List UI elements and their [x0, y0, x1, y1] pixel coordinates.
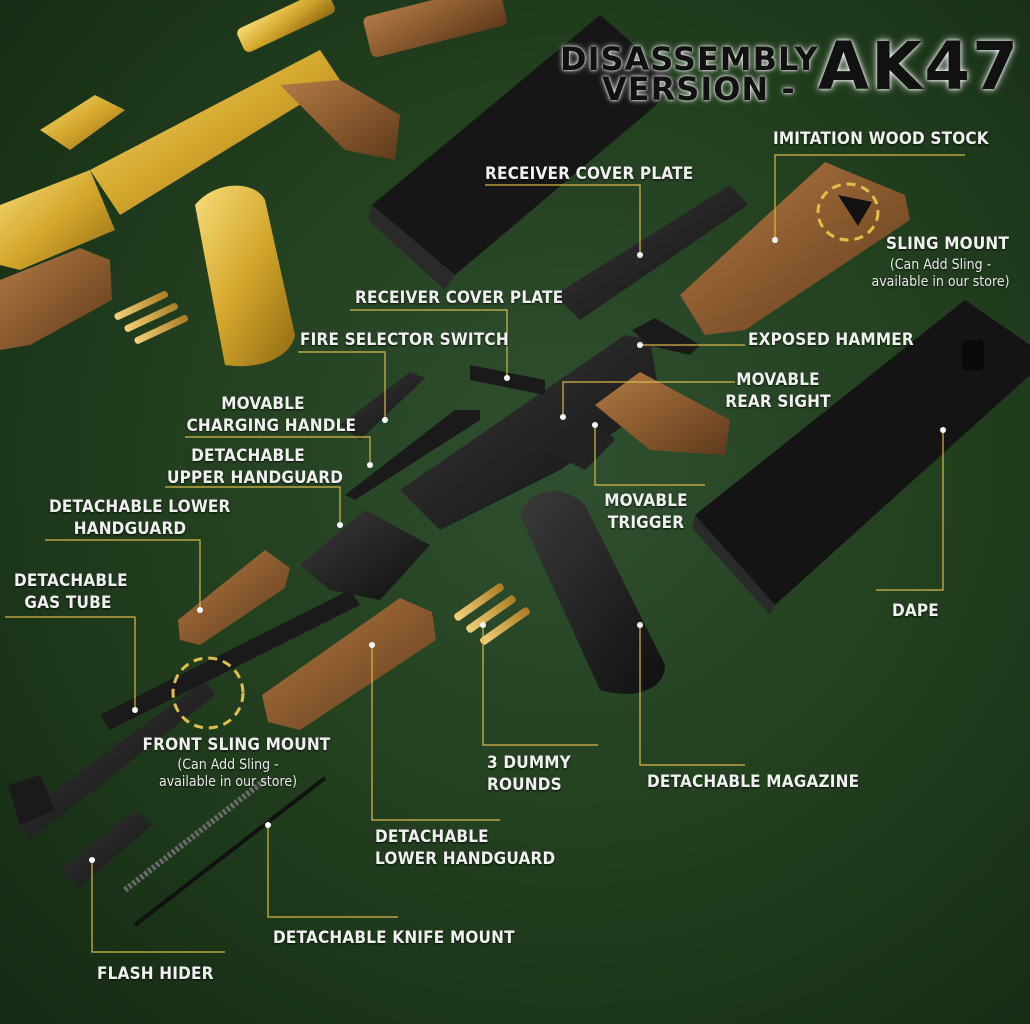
- gold-rifle: [0, 0, 507, 367]
- gold-grip: [280, 80, 400, 160]
- label-receiver-cover-plate-top: RECEIVER COVER PLATE: [485, 164, 694, 184]
- gas-tube-part: [100, 590, 360, 730]
- flash-hider-part: [60, 810, 152, 888]
- label-movable-charging-handle: MOVABLE CHARGING HANDLE: [186, 394, 357, 436]
- label-detachable-upper-handguard: DETACHABLE UPPER HANDGUARD: [167, 446, 344, 488]
- display-base-pin: [962, 340, 984, 370]
- gold-rear-trunnion: [0, 170, 115, 270]
- label-fire-selector-switch: FIRE SELECTOR SWITCH: [300, 330, 509, 350]
- recoil-spring: [123, 777, 267, 893]
- label-movable-trigger: MOVABLE TRIGGER: [604, 491, 688, 533]
- receiver-cover-plate: [555, 185, 748, 320]
- label-detachable-magazine: DETACHABLE MAGAZINE: [647, 772, 860, 792]
- dummy-rounds: [454, 583, 530, 645]
- label-imitation-wood-stock: IMITATION WOOD STOCK: [773, 129, 989, 149]
- label-front-sling-mount: FRONT SLING MOUNT: [142, 735, 331, 755]
- black-magazine: [520, 491, 665, 694]
- label-detachable-lower-handguard-bottom: DETACHABLE LOWER HANDGUARD: [375, 827, 556, 869]
- title-disassembly: DISASSEMBLY: [560, 40, 819, 78]
- black-receiver: [400, 335, 660, 530]
- label-front-sling-mount-note: (Can Add Sling - available in our store): [158, 757, 298, 790]
- charging-rod: [345, 410, 480, 500]
- knife-mount-rod: [133, 776, 327, 927]
- label-exposed-hammer: EXPOSED HAMMER: [748, 330, 914, 350]
- gold-gas-tube: [237, 0, 335, 52]
- barrel-assembly: [15, 680, 215, 840]
- label-sling-mount-note: (Can Add Sling - available in our store): [871, 257, 1010, 290]
- charging-handle-part: [340, 372, 425, 440]
- wood-stock: [680, 162, 910, 335]
- front-sling-mount-circle: [171, 656, 245, 730]
- gold-stock: [0, 248, 112, 350]
- lower-handguard-small: [178, 550, 290, 645]
- gold-rifle-handguard: [363, 0, 507, 58]
- label-detachable-gas-tube: DETACHABLE GAS TUBE: [14, 571, 128, 613]
- gold-rounds: [114, 291, 188, 344]
- title-version: VERSION -: [602, 70, 796, 108]
- black-rifle-grip: [595, 372, 730, 455]
- stock-sling-mount-circle: [816, 182, 880, 242]
- label-sling-mount: SLING MOUNT: [886, 234, 1010, 254]
- callout-lines: [5, 154, 965, 953]
- title-model: AK47: [818, 28, 1021, 105]
- front-sight-part: [8, 775, 55, 825]
- label-three-dummy-rounds: 3 DUMMY ROUNDS: [487, 753, 571, 795]
- trigger-guard: [545, 426, 615, 470]
- gold-cover-part: [40, 95, 125, 150]
- label-movable-rear-sight: MOVABLE REAR SIGHT: [725, 370, 831, 412]
- label-detachable-knife-mount: DETACHABLE KNIFE MOUNT: [273, 928, 515, 948]
- exposed-hammer-part: [632, 318, 700, 355]
- display-base-top: [372, 15, 680, 275]
- label-detachable-lower-handguard-left: DETACHABLE LOWER HANDGUARD: [49, 497, 231, 539]
- label-receiver-cover-plate-mid: RECEIVER COVER PLATE: [355, 288, 564, 308]
- display-base-right: [695, 300, 1030, 605]
- label-dape: DAPE: [892, 601, 939, 621]
- lower-handguard-large: [262, 598, 436, 730]
- upper-handguard-part: [300, 510, 430, 600]
- gold-magazine: [195, 185, 295, 367]
- gold-receiver: [90, 50, 340, 215]
- label-flash-hider: FLASH HIDER: [97, 964, 214, 984]
- callout-dots: [89, 237, 946, 863]
